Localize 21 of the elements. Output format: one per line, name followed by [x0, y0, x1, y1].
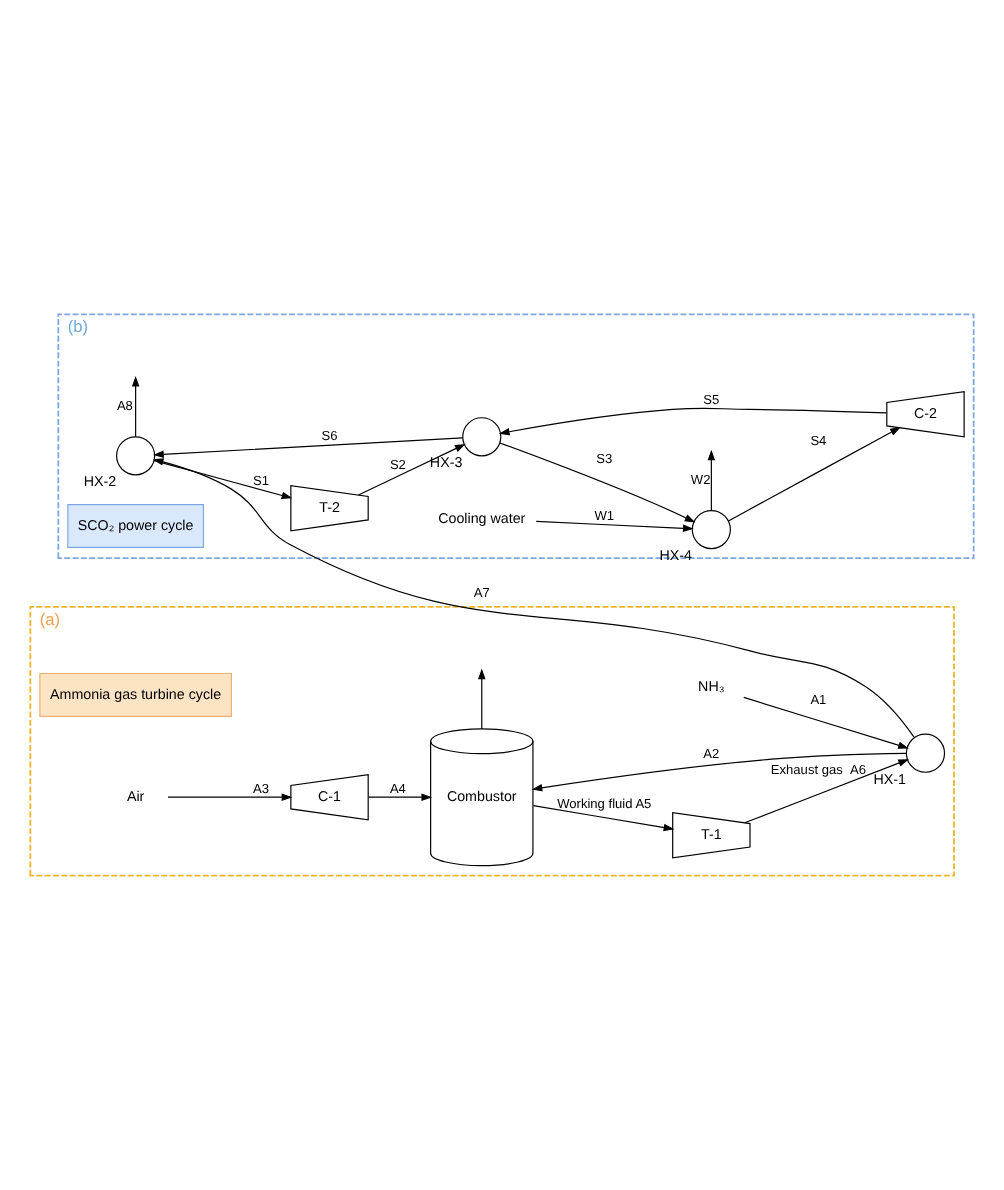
arrow	[727, 427, 901, 522]
arrow	[478, 668, 486, 730]
arrow	[357, 443, 466, 496]
node-circle	[116, 436, 156, 476]
node-circle	[691, 509, 731, 550]
arrow	[499, 442, 696, 523]
node-circle	[462, 417, 502, 457]
arrow	[153, 437, 464, 459]
arrow	[367, 793, 433, 801]
arrow	[532, 805, 675, 832]
node-circle	[905, 733, 946, 773]
arrow	[498, 407, 888, 436]
arrow	[531, 752, 907, 792]
arrow	[743, 696, 909, 749]
arrow	[167, 793, 293, 801]
arrow	[131, 375, 140, 437]
arrow	[152, 458, 915, 738]
arrow	[153, 459, 293, 500]
arrow	[535, 520, 694, 533]
arrow	[744, 759, 909, 824]
arrow	[707, 449, 716, 511]
